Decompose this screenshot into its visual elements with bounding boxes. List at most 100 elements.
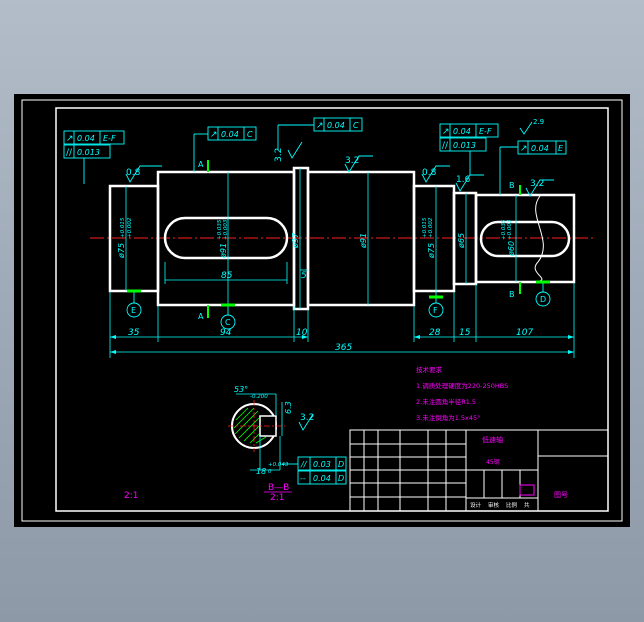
title-material: 45钢 — [486, 458, 500, 466]
symmetry-symbol: -- — [300, 474, 306, 483]
dim-d-collar: ø97 — [291, 232, 300, 249]
tol-end-runout-datum: E — [558, 144, 564, 153]
roughness-left: 0.8 — [126, 168, 141, 178]
datum-bars — [127, 280, 550, 307]
title-block-labels: 设计 审核 比例 共 — [470, 501, 530, 509]
tol-right-runout-datum: E-F — [479, 127, 492, 136]
section-mark-b-top: B — [509, 181, 515, 190]
tol-end-runout: 0.04 — [531, 144, 549, 153]
tol-middle-runout: 0.04 — [327, 121, 345, 130]
svg-text:↗: ↗ — [66, 134, 74, 144]
dim-10: 10 — [296, 328, 308, 338]
section-mark-a-top: A — [198, 160, 204, 169]
svg-text:↗: ↗ — [520, 144, 528, 154]
dim-d-left-tol-top: +0.015 — [120, 217, 126, 238]
section-tol-parallel: 0.03 — [313, 460, 331, 469]
dim-5: 5 — [301, 271, 307, 281]
svg-text:↗: ↗ — [316, 121, 324, 131]
dim-d-key-tol-top: +0.035 — [217, 219, 223, 240]
tol-right-parallel: 0.013 — [453, 141, 476, 150]
svg-text://: // — [66, 148, 73, 158]
break-line — [534, 195, 544, 282]
section-tol-symmetry: 0.04 — [313, 474, 331, 483]
dim-15: 15 — [459, 328, 471, 338]
title-company: 图号 — [554, 491, 568, 499]
tol-middle-runout-datum: C — [353, 121, 359, 130]
datum-markers — [126, 282, 551, 330]
dimension-lines — [109, 168, 575, 358]
notes-item-1: 1.调质处理硬度为220-250HBS — [416, 381, 508, 390]
title-part-name: 低速轴 — [482, 435, 503, 444]
section-width-tol-bot: 0 — [268, 469, 272, 475]
section-width-tol-top: +0.043 — [268, 462, 289, 468]
section-cut-marks — [207, 160, 521, 318]
section-tol-symmetry-datum: D — [338, 474, 344, 483]
tolerance-symbols: ↗ // ↗ ↗ ↗ // ↗ — [66, 121, 528, 158]
dim-d-right-tol-bot: +0.002 — [428, 217, 434, 238]
sheet-border — [21, 99, 623, 522]
datum-c: C — [225, 318, 231, 327]
svg-text:设计: 设计 — [470, 501, 482, 509]
svg-text:审核: 审核 — [488, 501, 500, 509]
section-angle: 53° — [234, 385, 248, 394]
dim-107: 107 — [516, 328, 533, 338]
roughness-small: 1.6 — [456, 175, 471, 185]
roughness-corner: 2.9 — [533, 118, 544, 126]
dim-d-small: ø65 — [457, 233, 466, 249]
notes-item-2: 2.未注圆角半径R1.5 — [416, 397, 476, 406]
arrowheads — [110, 335, 574, 354]
roughness-shoulder: 3.2 — [274, 148, 284, 162]
view-scale: 2:1 — [124, 491, 138, 501]
svg-text:↗: ↗ — [210, 130, 218, 140]
dim-d-key-tol-bot: +0.003 — [223, 219, 229, 240]
section-title: B—B — [268, 483, 289, 493]
svg-text:比例: 比例 — [506, 501, 518, 509]
dim-d-end: ø60 — [507, 241, 516, 257]
title-block — [349, 429, 609, 512]
section-tol-parallel-datum: D — [338, 460, 344, 469]
notes-item-3: 3.未注倒角为1.5x45° — [416, 413, 480, 422]
dim-d-right: ø75 — [427, 243, 436, 259]
section-angle-tol: -0.200 — [250, 394, 268, 400]
dim-d-key: ø91 — [219, 243, 228, 259]
tol-shoulder-runout-datum: C — [247, 130, 253, 139]
dim-35: 35 — [128, 328, 140, 338]
dim-365: 365 — [335, 343, 352, 353]
svg-text:↗: ↗ — [442, 127, 450, 137]
roughness-section: 3.2 — [300, 413, 314, 423]
svg-text:共: 共 — [524, 501, 530, 509]
tol-shoulder-runout: 0.04 — [221, 130, 239, 139]
section-mark-b-bottom: B — [509, 290, 515, 299]
dim-d-right-tol-top: +0.015 — [422, 217, 428, 238]
tolerance-frame-boxes — [63, 117, 567, 195]
roughness-symbols — [125, 121, 554, 431]
datum-e: E — [131, 306, 136, 315]
datum-d: D — [540, 295, 546, 304]
section-width: 18 — [256, 467, 266, 476]
tol-left-runout: 0.04 — [77, 134, 95, 143]
section-depth: 6.3 — [284, 401, 293, 414]
shaft-drawing: 35 94 85 10 5 28 15 107 365 ø75 +0.015 +… — [21, 99, 623, 522]
section-scale: 2:1 — [270, 493, 284, 503]
section-mark-a-bottom: A — [198, 312, 204, 321]
dim-94: 94 — [220, 328, 232, 338]
svg-text://: // — [442, 141, 449, 151]
dim-d-left-tol-bot: +0.002 — [127, 217, 133, 238]
parallel-symbol: // — [300, 460, 308, 469]
roughness-middle: 3.2 — [345, 156, 359, 166]
dim-d-mid: ø91 — [359, 233, 368, 249]
tol-left-runout-datum: E-F — [103, 134, 116, 143]
dim-d-end-tol-bot: +0.003 — [507, 219, 513, 240]
notes-heading: 技术要求 — [416, 365, 443, 374]
section-tolerance-frames — [282, 456, 347, 485]
tol-right-runout: 0.04 — [453, 127, 471, 136]
drawing-viewport[interactable]: 35 94 85 10 5 28 15 107 365 ø75 +0.015 +… — [14, 94, 630, 527]
roughness-right: 0.8 — [422, 168, 437, 178]
dim-d-end-tol-top: +0.035 — [501, 219, 507, 240]
dim-28: 28 — [429, 328, 441, 338]
title-block-mark — [519, 484, 535, 496]
tol-left-parallel: 0.013 — [77, 148, 100, 157]
roughness-end: 3.2 — [530, 179, 544, 189]
section-view — [228, 393, 285, 471]
dim-85: 85 — [221, 271, 233, 281]
